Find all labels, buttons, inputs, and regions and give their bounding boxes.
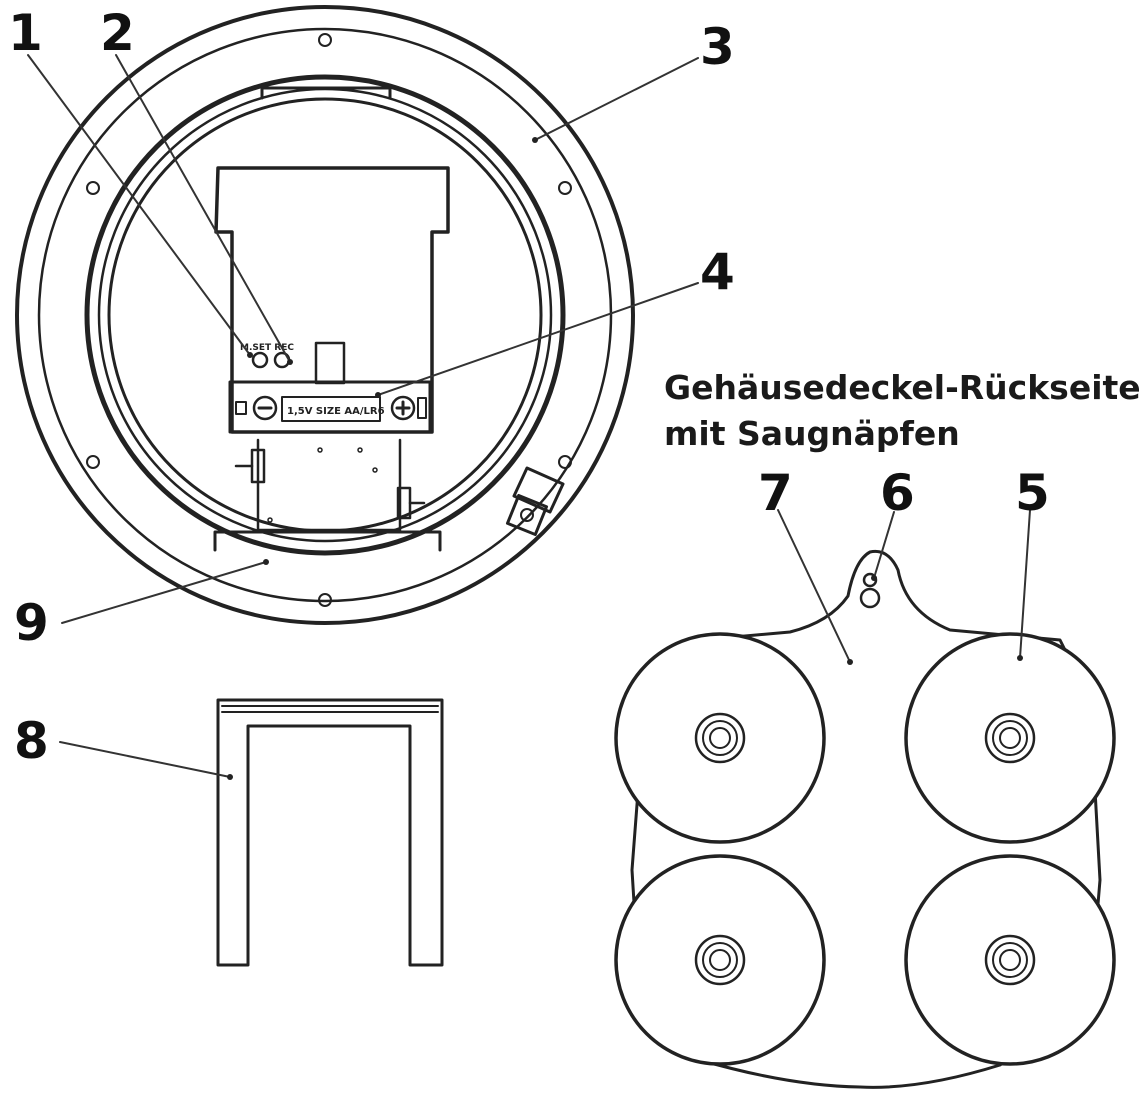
battery-label-box <box>281 396 381 422</box>
leader-1 <box>27 54 251 356</box>
movement-box <box>234 438 426 532</box>
suction-cup <box>904 632 1116 844</box>
callout-4: 4 <box>700 243 735 301</box>
leader-6 <box>873 511 895 579</box>
housing-rim-inner <box>97 87 553 543</box>
cover-plate <box>630 549 1102 1089</box>
leader-7 <box>777 509 851 663</box>
leader-3 <box>534 57 699 141</box>
caption-line-2: mit Saugnäpfen <box>664 414 960 453</box>
suction-cup <box>614 632 826 844</box>
callout-7: 7 <box>758 464 793 522</box>
mset-button-icon <box>251 351 269 369</box>
housing-back <box>107 97 543 533</box>
suction-cup <box>904 854 1116 1066</box>
battery-contact-right <box>417 397 427 419</box>
leader-dots <box>227 137 1023 780</box>
battery-spec-label: 1,5V SIZE AA/LR6 <box>287 406 385 417</box>
callout-6: 6 <box>880 464 915 522</box>
suction-cup <box>614 854 826 1066</box>
minus-terminal <box>252 395 278 421</box>
callout-8: 8 <box>14 712 49 770</box>
stand <box>216 698 444 967</box>
bezel-hole <box>558 181 572 195</box>
top-clip <box>260 86 392 100</box>
section-caption: Gehäusedeckel-Rückseite mit Saugnäpfen <box>664 365 1139 457</box>
housing-rim <box>84 74 566 556</box>
callout-3: 3 <box>700 18 735 76</box>
caption-line-1: Gehäusedeckel-Rückseite <box>664 368 1139 407</box>
bezel-hole <box>318 33 332 47</box>
battery-compartment <box>214 166 450 434</box>
bezel-hole <box>86 455 100 469</box>
battery-contact-left <box>235 401 247 415</box>
bezel-hole <box>318 593 332 607</box>
mounting-bracket <box>505 466 565 537</box>
bezel-hole <box>86 181 100 195</box>
callout-2: 2 <box>100 4 135 62</box>
leader-4 <box>377 282 699 396</box>
outer-bezel-ring <box>15 5 635 625</box>
callout-9: 9 <box>14 594 49 652</box>
callout-1: 1 <box>8 4 43 62</box>
housing-slot <box>213 530 442 552</box>
bezel-hole <box>558 455 572 469</box>
button-label: M.SET REC <box>240 343 294 353</box>
tab <box>314 341 346 385</box>
leader-8 <box>59 741 231 778</box>
battery-holder <box>228 380 432 434</box>
callout-5: 5 <box>1015 464 1050 522</box>
plus-terminal <box>390 395 416 421</box>
leader-9 <box>61 561 267 624</box>
suction-cup-cover <box>614 549 1116 1089</box>
clock-back: M.SET REC 1,5V SIZE AA/LR6 <box>15 5 635 625</box>
leader-5 <box>1019 509 1031 659</box>
leader-lines <box>27 54 1031 778</box>
bezel-inner-edge <box>37 27 613 603</box>
leader-2 <box>115 54 291 363</box>
